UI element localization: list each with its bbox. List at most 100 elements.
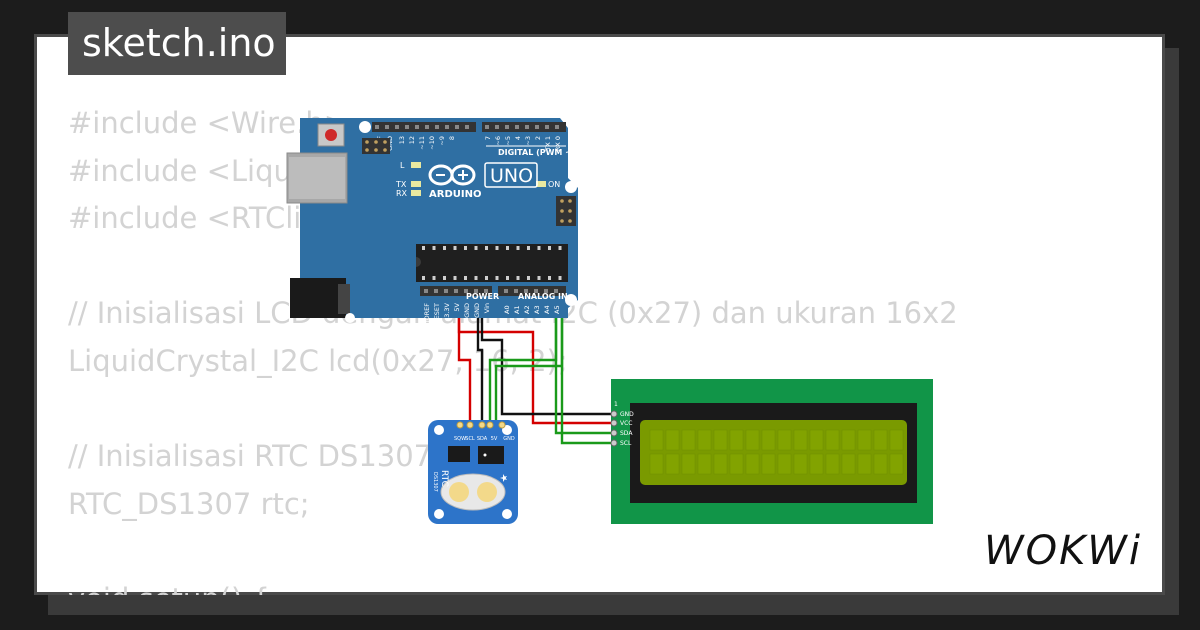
chip-leg [443, 276, 446, 280]
chip-leg [464, 246, 467, 250]
lcd-char-cell [649, 453, 664, 475]
pin-hole [545, 125, 549, 129]
chip-leg [453, 276, 457, 280]
chip-leg [516, 276, 520, 280]
lcd-char-cell [697, 429, 712, 451]
lcd-pin-label: VCC [620, 420, 632, 427]
digital-pin-label: ~9 [438, 136, 446, 146]
pin-hole [375, 125, 379, 129]
rtc-pin-holes [456, 421, 506, 429]
digital-pin-label: 7 [484, 136, 492, 140]
lcd-char-cell [825, 429, 840, 451]
digital-pin-label: 4 [514, 136, 522, 140]
chip-leg [432, 276, 436, 280]
digital-pin-label: ~11 [418, 136, 426, 150]
power-pin-label: RESET [433, 303, 441, 324]
lcd-pin [610, 410, 618, 418]
pin-hole [464, 289, 468, 293]
wire-sda-lcd [554, 318, 614, 435]
lcd-char-cell [873, 453, 888, 475]
rtc-chip-dot [483, 453, 487, 457]
lcd-char-cell [793, 453, 808, 475]
rtc-pin [478, 421, 486, 429]
pin-hole [445, 125, 449, 129]
lcd-char-cell [889, 453, 904, 475]
wire-sda-rtc [488, 318, 558, 423]
rtc-pin-label: 5V [491, 436, 498, 442]
code-line: void setup() { [68, 576, 1165, 595]
frame-shadow-bottom [48, 595, 1179, 615]
lcd-char-cell [809, 453, 824, 475]
rtc-pin [498, 421, 506, 429]
lcd-char-cell [857, 429, 872, 451]
rtc-regulator [448, 446, 470, 462]
uno-model-box [484, 162, 538, 188]
wire-scl-lcd [560, 318, 614, 445]
chip-leg [422, 276, 425, 280]
led-l-label: L [400, 161, 405, 170]
lcd-char-cell [825, 453, 840, 475]
rtc-pin-label: SDA [477, 436, 488, 442]
analog-pin-label: A3 [533, 305, 541, 314]
rtc-chip [478, 446, 504, 464]
lcd-pin-label: SDA [620, 430, 633, 437]
chip-leg [485, 276, 488, 280]
file-tab[interactable]: sketch.ino [68, 12, 286, 75]
lcd-char-cell [841, 429, 856, 451]
pin-hole [514, 289, 518, 293]
analog-pin-label: A4 [543, 305, 551, 314]
pin-hole [515, 125, 519, 129]
lcd-char-cell [857, 453, 872, 475]
power-jack [290, 278, 346, 318]
lcd-char-cell [649, 429, 664, 451]
pin-hole [485, 125, 489, 129]
pin-hole [495, 125, 499, 129]
lcd-pin [610, 429, 618, 437]
code-line: RTC_DS1307 rtc; [68, 486, 310, 521]
rtc-pin [466, 421, 474, 429]
power-pin-label: GND [463, 303, 471, 318]
rtc-pin-label: GND [503, 436, 515, 442]
lcd-char-cell [713, 453, 728, 475]
power-pin-label: Vin [483, 303, 491, 313]
pin-hole [524, 289, 528, 293]
reset-button-cap [325, 129, 337, 141]
lcd-char-cell [761, 429, 776, 451]
pin-hole [454, 289, 458, 293]
wokwi-logo: WOKWi [984, 528, 1142, 574]
uno-model-label: UNO [490, 165, 533, 187]
pin-hole [434, 289, 438, 293]
pin-hole [455, 125, 459, 129]
power-pin-label: GND [473, 303, 481, 318]
pin-hole [405, 125, 409, 129]
pin-hole [505, 125, 509, 129]
lcd-pin [610, 419, 618, 427]
lcd-char-cell [777, 453, 792, 475]
icsp-header-top [362, 138, 390, 154]
chip-leg [453, 246, 457, 250]
rtc-mount-hole [502, 425, 512, 435]
rtc-mount-hole [434, 425, 444, 435]
digital-pin-label: RX 0 [554, 136, 562, 151]
power-pin-holes [424, 289, 488, 293]
digital-header-left [372, 122, 476, 132]
pin-hole [444, 289, 448, 293]
pin-hole [474, 289, 478, 293]
analog-pin-label: A5 [553, 305, 561, 314]
mounting-hole [565, 181, 577, 193]
rtc-mount-hole [502, 509, 512, 519]
pin-hole [544, 289, 548, 293]
lcd-pin [610, 439, 618, 447]
lcd-char-cell [793, 429, 808, 451]
mounting-hole [565, 294, 577, 306]
digital-header-right [482, 122, 566, 132]
code-line: // Inisialisasi RTC DS1307 [68, 439, 433, 474]
digital-pin-label: 12 [408, 136, 416, 144]
chip-leg [464, 276, 467, 280]
